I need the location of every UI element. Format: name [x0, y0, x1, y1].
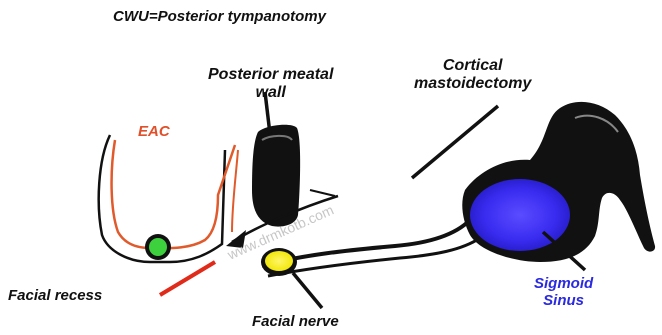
cortical-mastoidectomy-label-line2: mastoidectomy	[414, 75, 531, 93]
facial-nerve-pointer	[293, 273, 322, 308]
cortical-mastoidectomy-label-line1: Cortical	[414, 57, 531, 75]
posterior-meatal-wall-label-line1: Posterior meatal	[208, 66, 333, 84]
sigmoid-sinus-fill	[470, 179, 570, 251]
posterior-meatal-wall-label: Posterior meatal wall	[208, 66, 333, 103]
cortical-mastoidectomy-pointer	[412, 106, 498, 178]
facial-recess-label: Facial recess	[8, 287, 102, 304]
sigmoid-sinus-label-line1: Sigmoid	[534, 275, 593, 292]
eac-canal-outline-inner	[232, 150, 238, 232]
facial-nerve-label: Facial nerve	[252, 313, 339, 330]
cortical-mastoidectomy-label: Cortical mastoidectomy	[414, 57, 531, 94]
sigmoid-sinus-label-line2: Sinus	[534, 292, 593, 309]
facial-nerve-blob-fill	[265, 251, 293, 271]
diagram-title: CWU=Posterior tympanotomy	[113, 8, 326, 25]
approach-arrow-tail	[310, 190, 335, 196]
facial-recess-dot-fill	[149, 238, 167, 256]
sigmoid-sinus-label: Sigmoid Sinus	[534, 275, 593, 310]
posterior-meatal-wall-label-line2: wall	[208, 84, 333, 102]
eac-label: EAC	[138, 123, 170, 140]
eac-canal-outline	[112, 140, 235, 248]
facial-recess-marker	[160, 262, 215, 295]
